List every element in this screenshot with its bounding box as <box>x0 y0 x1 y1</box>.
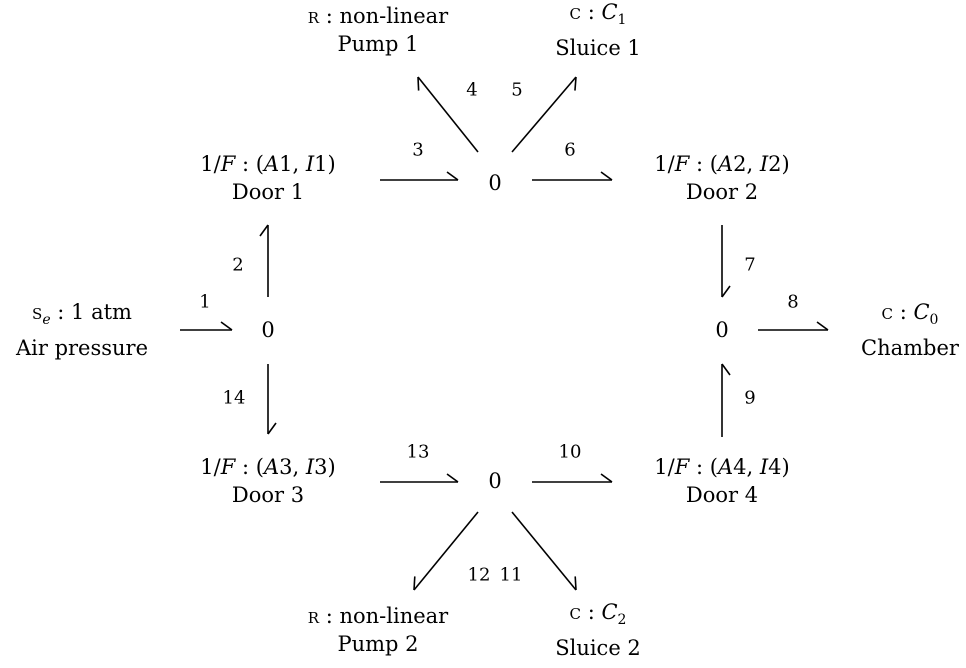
door-1-name: Door 1 <box>231 180 305 204</box>
element-sluice-2: c : C2 Sluice 2 <box>555 598 641 662</box>
pump-2-type-label: r : non-linear <box>307 604 449 628</box>
bond-10-half-arrow <box>600 473 613 483</box>
door-4-type-label: 1/F : (A4, I4) <box>654 455 790 479</box>
sluice-1-name: Sluice 1 <box>555 36 641 61</box>
bond-3 <box>380 171 459 181</box>
junction-right: 0 <box>715 318 729 342</box>
bond-number-9: 9 <box>744 387 756 409</box>
junction-bottom: 0 <box>488 469 502 493</box>
bond-number-1: 1 <box>199 291 211 313</box>
element-door-4: 1/F : (A4, I4) Door 4 <box>654 453 789 509</box>
bond-6 <box>532 171 613 181</box>
bond-10 <box>532 473 613 483</box>
bond-number-13: 13 <box>406 441 430 463</box>
bond-number-10: 10 <box>558 441 582 463</box>
air-pressure-name: Air pressure <box>15 336 149 361</box>
bond-number-6: 6 <box>564 139 576 161</box>
bond-4-line <box>417 76 479 153</box>
bond-3-half-arrow <box>446 171 459 181</box>
door-2-name: Door 2 <box>685 180 759 204</box>
bond-number-7: 7 <box>744 254 756 276</box>
bond-2-half-arrow <box>259 224 269 237</box>
bond-number-2: 2 <box>232 254 244 276</box>
bond-number-8: 8 <box>787 291 799 313</box>
bond-1-half-arrow <box>220 321 233 331</box>
junction-top: 0 <box>488 171 502 195</box>
junction-left: 0 <box>261 318 275 342</box>
door-1-type-label: 1/F : (A1, I1) <box>200 152 336 176</box>
air-pressure-type-label: se : 1 atm <box>32 299 132 329</box>
bond-4 <box>417 76 479 153</box>
bond-4-half-arrow <box>417 76 420 91</box>
bond-5-half-arrow <box>574 76 577 91</box>
bond-12-half-arrow <box>413 576 416 591</box>
chamber-type-label: c : C0 <box>881 299 939 329</box>
pump-1-name: Pump 1 <box>337 32 419 56</box>
pump-1-type-label: r : non-linear <box>307 4 449 28</box>
bond-7-half-arrow <box>721 285 731 298</box>
element-door-1: 1/F : (A1, I1) Door 1 <box>200 150 335 206</box>
bond-12 <box>413 511 479 591</box>
bond-14 <box>267 364 277 435</box>
element-door-2: 1/F : (A2, I2) Door 2 <box>654 150 789 206</box>
element-pump-2: r : non-linear Pump 2 <box>308 602 448 658</box>
bond-11-half-arrow <box>574 576 577 591</box>
bond-11-line <box>511 511 577 591</box>
bond-13-half-arrow <box>446 473 459 483</box>
door-3-name: Door 3 <box>231 483 305 507</box>
bond-8 <box>758 321 829 331</box>
bond-2 <box>259 224 269 297</box>
door-3-type-label: 1/F : (A3, I3) <box>200 455 336 479</box>
bond-11 <box>511 511 577 591</box>
door-4-name: Door 4 <box>685 483 759 507</box>
bond-5 <box>511 76 577 153</box>
bond-number-3: 3 <box>412 139 424 161</box>
element-door-3: 1/F : (A3, I3) Door 3 <box>200 453 335 509</box>
element-pump-1: r : non-linear Pump 1 <box>308 2 448 58</box>
element-chamber: c : C0 Chamber <box>861 298 959 362</box>
sluice-1-type-label: c : C1 <box>569 0 627 29</box>
door-2-type-label: 1/F : (A2, I2) <box>654 152 790 176</box>
bond-1 <box>180 321 233 331</box>
bond-9 <box>721 363 731 437</box>
bond-number-5: 5 <box>511 79 523 101</box>
bond-number-12: 12 <box>467 564 491 586</box>
bond-6-half-arrow <box>600 171 613 181</box>
element-sluice-1: c : C1 Sluice 1 <box>555 0 641 62</box>
sluice-2-type-label: c : C2 <box>569 599 627 629</box>
bond-5-line <box>511 76 577 153</box>
bond-number-11: 11 <box>499 564 523 586</box>
sluice-2-name: Sluice 2 <box>555 636 641 661</box>
bond-number-4: 4 <box>466 79 478 101</box>
bond-12-line <box>413 511 479 591</box>
bond-14-half-arrow <box>267 422 277 435</box>
bond-7 <box>721 225 731 298</box>
element-air-pressure: se : 1 atm Air pressure <box>16 298 148 362</box>
bond-13 <box>380 473 459 483</box>
bond-9-half-arrow <box>721 363 731 376</box>
bond-8-half-arrow <box>816 321 829 331</box>
pump-2-name: Pump 2 <box>337 632 419 656</box>
chamber-name: Chamber <box>861 336 959 361</box>
bond-number-14: 14 <box>222 387 246 409</box>
